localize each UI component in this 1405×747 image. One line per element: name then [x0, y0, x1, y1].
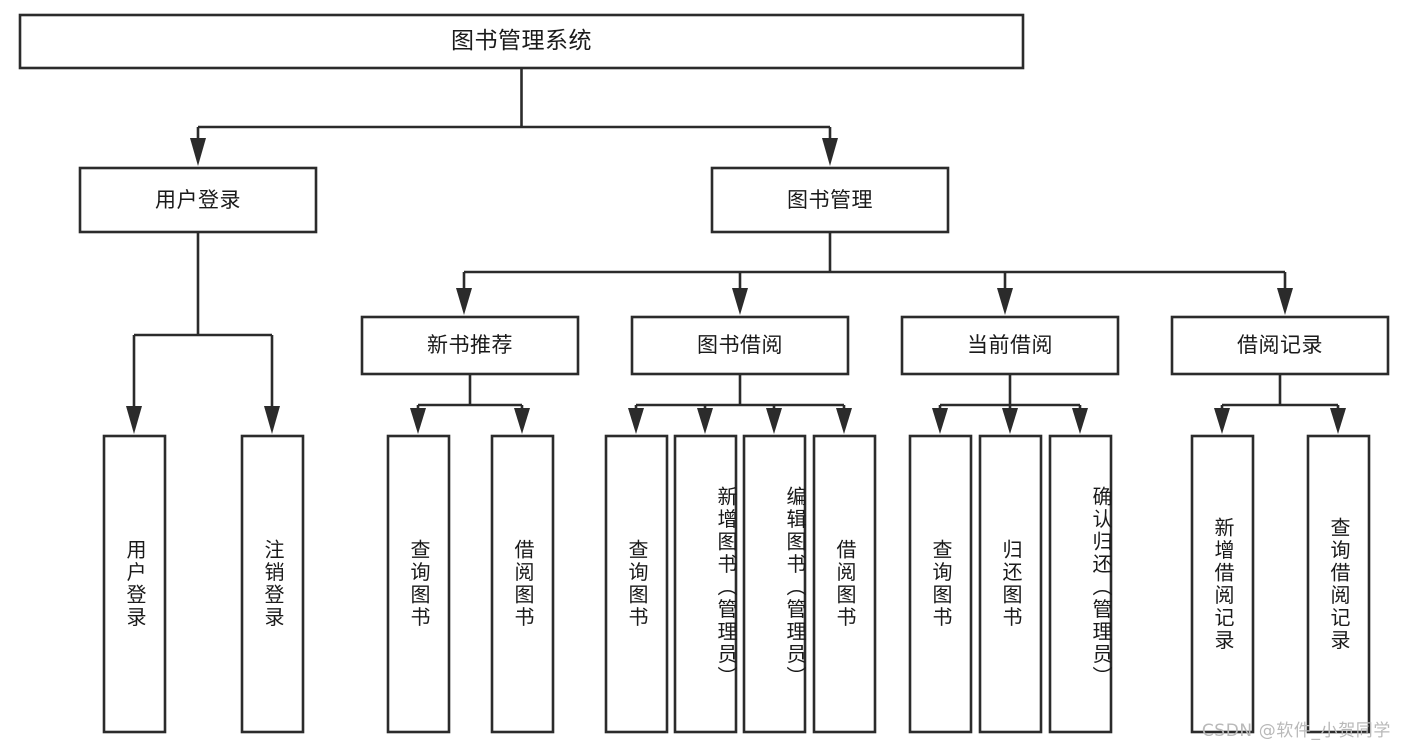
node-leaf-box[interactable]: [102, 434, 167, 734]
arrow-bookborrow-leaf-4: [836, 408, 852, 434]
node-leaf-box[interactable]: [673, 434, 738, 734]
arrow-login-leaf-2: [264, 406, 280, 434]
node-user-login-box[interactable]: [78, 166, 318, 234]
arrow-root-to-bookmgmt: [822, 138, 838, 166]
node-book-management-box[interactable]: [710, 166, 950, 234]
node-leaf-box[interactable]: [604, 434, 669, 734]
arrow-bookmgmt-child-1: [456, 288, 472, 315]
node-borrow-record-box[interactable]: [1170, 315, 1390, 376]
arrow-borrowrecord-leaf-1: [1214, 408, 1230, 434]
arrow-bookborrow-leaf-1: [628, 408, 644, 434]
arrow-root-to-login: [190, 138, 206, 166]
node-new-book-recommend-box[interactable]: [360, 315, 580, 376]
arrow-borrowrecord-leaf-2: [1330, 408, 1346, 434]
arrow-login-leaf-1: [126, 406, 142, 434]
node-leaf-box[interactable]: [1190, 434, 1255, 734]
arrow-newbook-leaf-1: [410, 408, 426, 434]
node-leaf-box[interactable]: [490, 434, 555, 734]
node-leaf-box[interactable]: [1306, 434, 1371, 734]
arrow-currentborrow-leaf-3: [1072, 408, 1088, 434]
arrow-bookmgmt-child-3: [997, 288, 1013, 315]
arrow-currentborrow-leaf-2: [1002, 408, 1018, 434]
arrow-bookborrow-leaf-2: [697, 408, 713, 434]
node-leaf-box[interactable]: [908, 434, 973, 734]
arrow-bookmgmt-child-2: [732, 288, 748, 315]
node-current-borrow-box[interactable]: [900, 315, 1120, 376]
node-leaf-box[interactable]: [240, 434, 305, 734]
arrow-newbook-leaf-2: [514, 408, 530, 434]
arrow-bookborrow-leaf-3: [766, 408, 782, 434]
arrow-currentborrow-leaf-1: [932, 408, 948, 434]
node-leaf-box[interactable]: [812, 434, 877, 734]
node-leaf-box[interactable]: [1048, 434, 1113, 734]
watermark-text: CSDN @软件_小贺同学: [1201, 721, 1391, 741]
node-leaf-box[interactable]: [742, 434, 807, 734]
node-leaf-box[interactable]: [978, 434, 1043, 734]
arrow-bookmgmt-child-4: [1277, 288, 1293, 315]
node-leaf-box[interactable]: [386, 434, 451, 734]
node-book-borrow-box[interactable]: [630, 315, 850, 376]
node-root-box[interactable]: [18, 13, 1025, 70]
